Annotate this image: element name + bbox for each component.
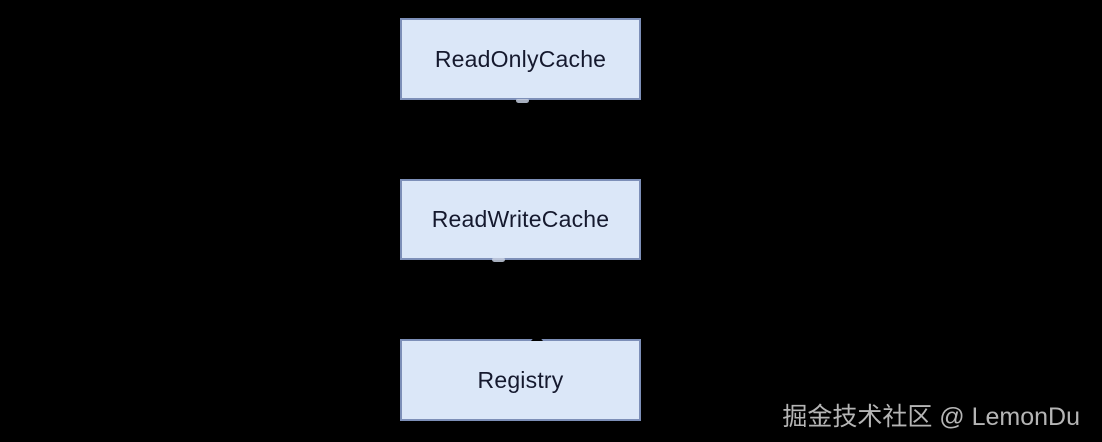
watermark: 掘金技术社区 @ LemonDu <box>782 403 1080 431</box>
arrowhead-remnant-icon <box>531 334 543 341</box>
arrowhead-remnant-icon <box>516 99 529 103</box>
diagram-node-registry: Registry <box>400 339 641 421</box>
node-label-registry: Registry <box>477 366 564 393</box>
diagram-node-readonlycache: ReadOnlyCache <box>400 18 641 100</box>
diagram-node-readwritecache: ReadWriteCache <box>400 179 641 260</box>
node-label-readonlycache: ReadOnlyCache <box>434 45 607 72</box>
node-label-readwritecache: ReadWriteCache <box>431 206 610 232</box>
arrowhead-remnant-icon <box>492 258 505 262</box>
